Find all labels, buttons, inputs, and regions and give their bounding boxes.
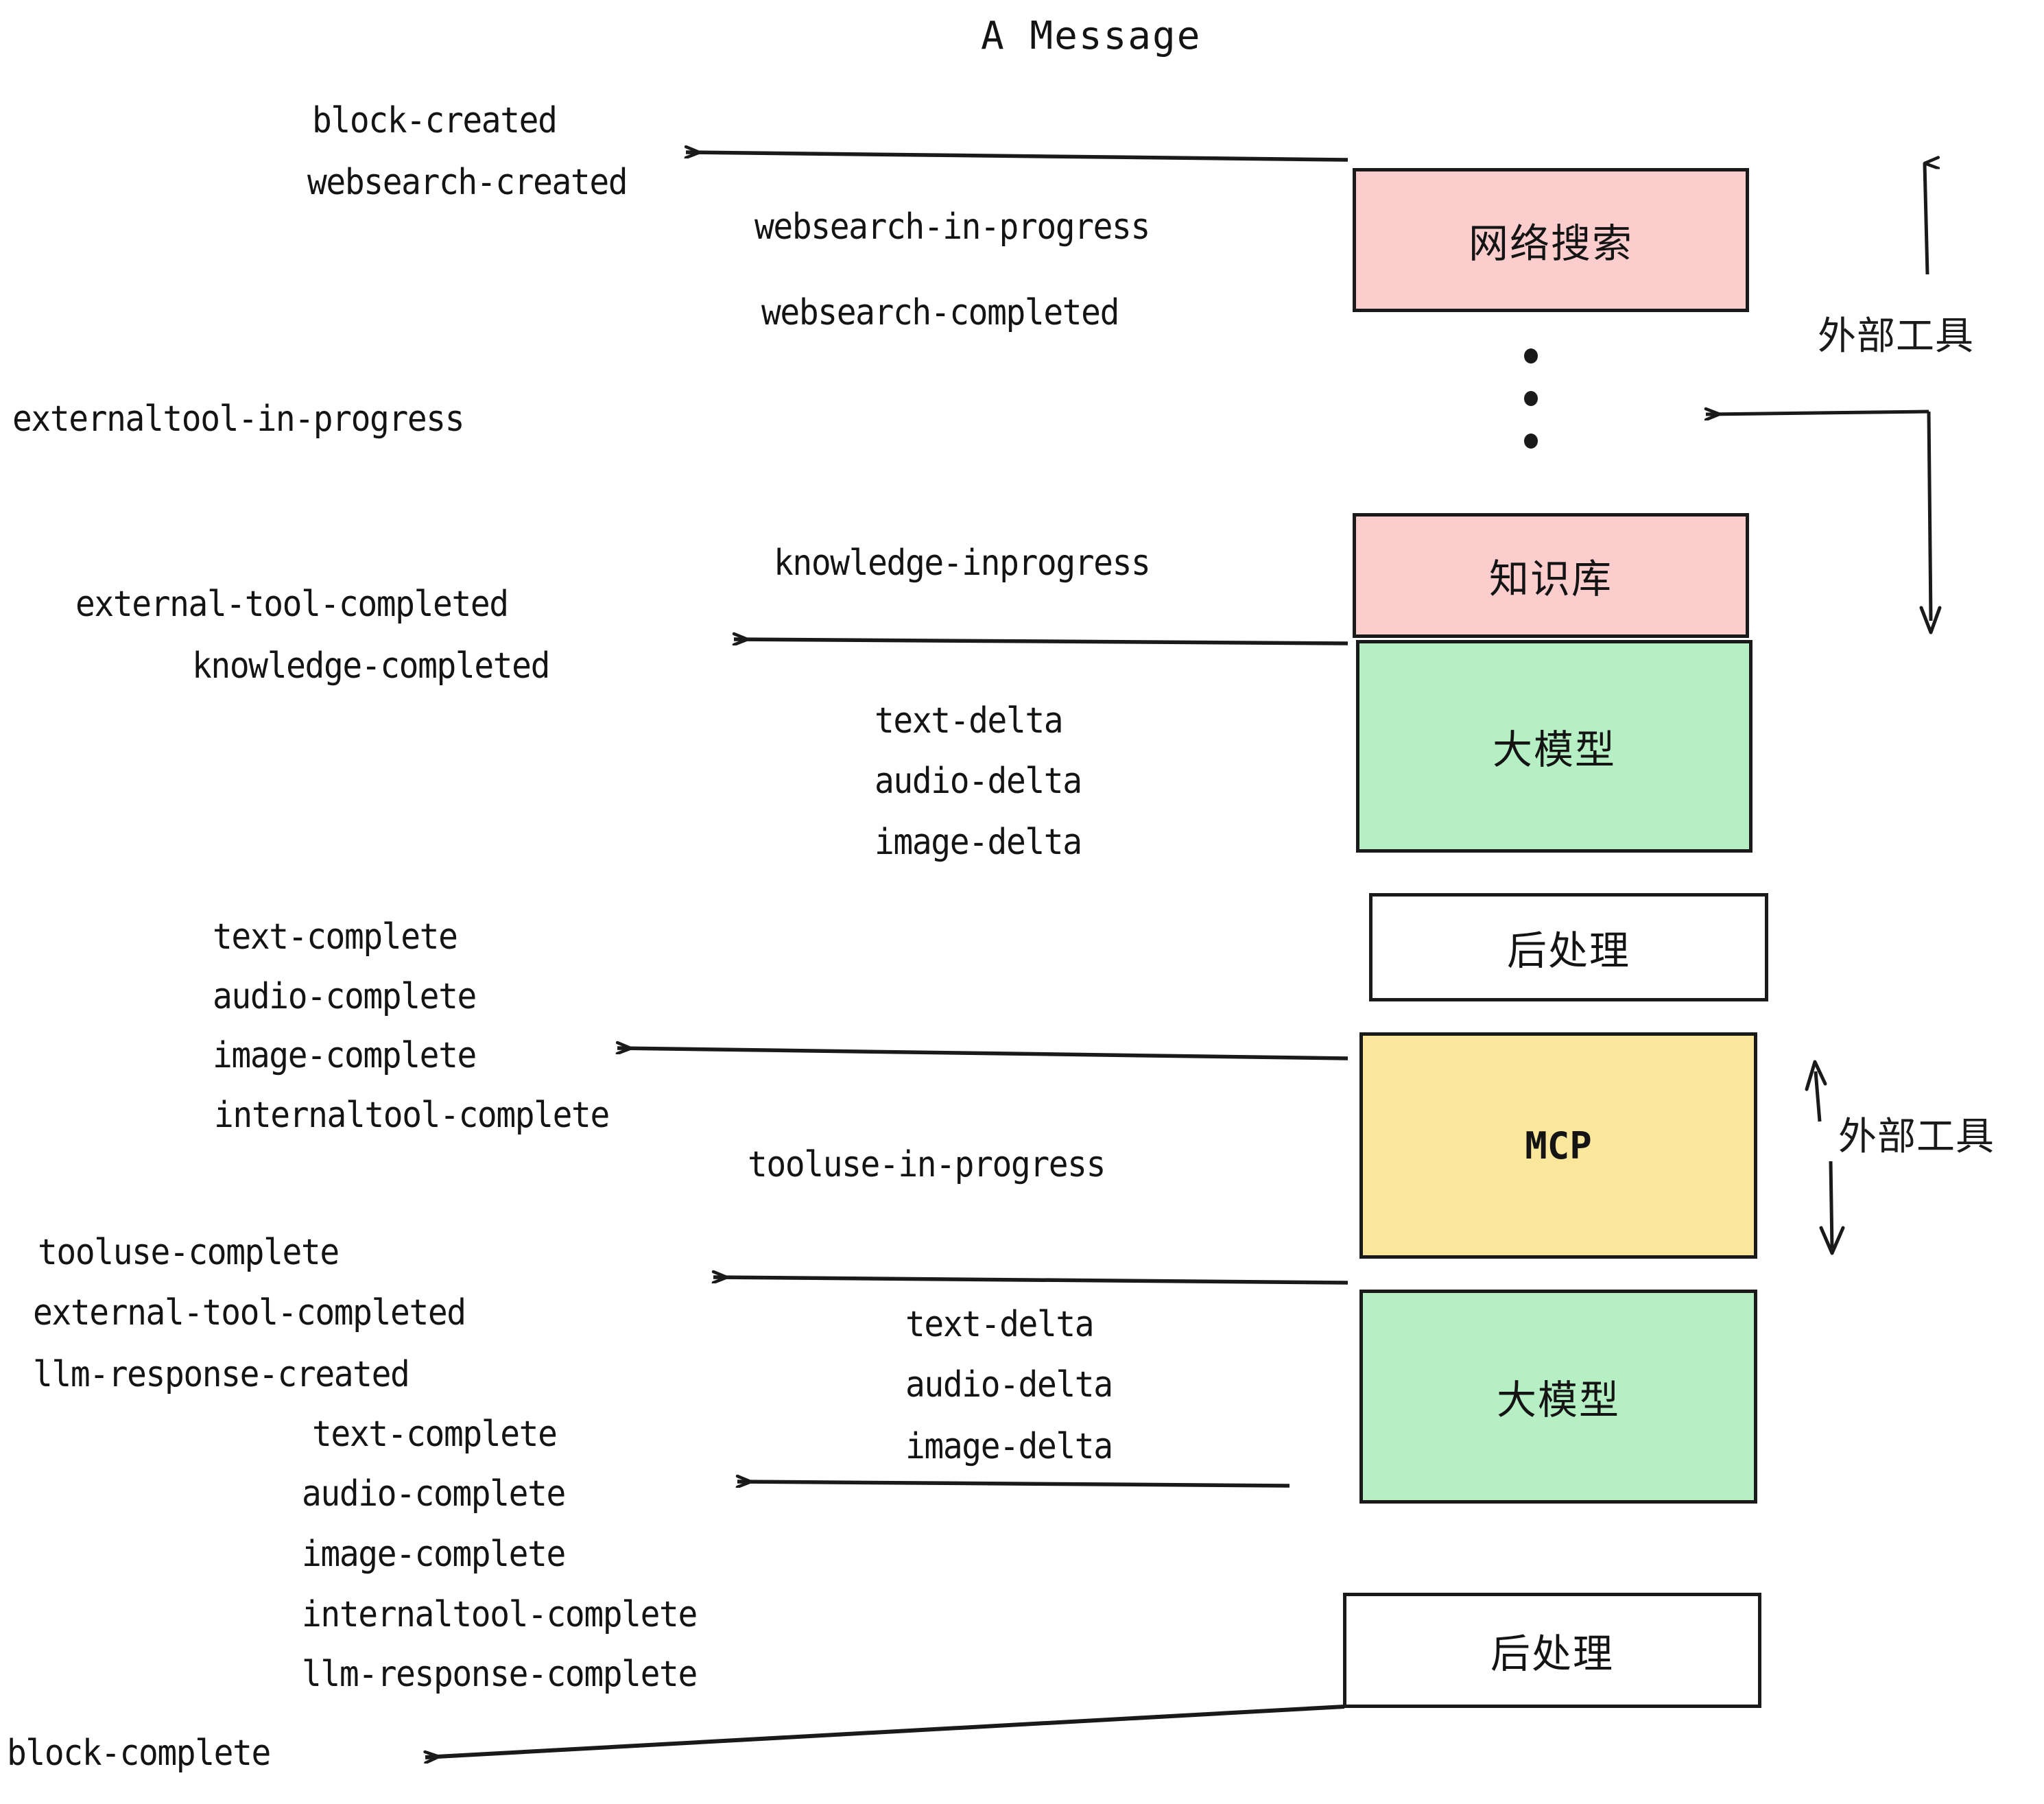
arrow-llm2-to-externaltoolcompleted	[713, 1277, 1348, 1285]
node-postprocess-2[interactable]: 后处理	[1343, 1593, 1761, 1708]
node-llm-2-label: 大模型	[1496, 1377, 1620, 1423]
event-knowledge-inprogress: knowledge-inprogress	[774, 543, 1151, 584]
node-mcp-label: MCP	[1525, 1124, 1592, 1167]
ellipsis-dots	[1524, 348, 1538, 476]
event-text-delta-1: text-delta	[875, 700, 1064, 741]
node-llm-1-label: 大模型	[1492, 726, 1616, 773]
event-text-delta-2: text-delta	[905, 1304, 1095, 1345]
bracket-external-tools-bottom-up-shaft	[1814, 1071, 1822, 1122]
node-websearch-label: 网络搜索	[1468, 220, 1633, 267]
arrow-postprocess2-to-blockcomplete	[425, 1705, 1345, 1757]
event-image-delta-2: image-delta	[905, 1426, 1113, 1467]
arrow-llm1-to-knowledgecompleted	[734, 639, 1348, 643]
event-audio-complete-1: audio-complete	[213, 976, 477, 1017]
side-label-external-tools-top: 外部工具	[1818, 314, 1974, 359]
ellipsis-dot	[1524, 434, 1538, 449]
event-llm-response-created: llm-response-created	[33, 1354, 410, 1395]
diagram-title: A Message	[981, 14, 1202, 58]
bracket-external-tools-bottom-down-shaft	[1829, 1161, 1834, 1249]
node-llm-1[interactable]: 大模型	[1356, 640, 1752, 853]
bracket-external-tools-bottom-down-head	[1819, 1226, 1845, 1255]
event-audio-delta-1: audio-delta	[875, 761, 1082, 802]
event-image-complete-2: image-complete	[302, 1534, 566, 1575]
event-audio-complete-2: audio-complete	[302, 1473, 566, 1515]
event-tooluse-complete: tooluse-complete	[38, 1232, 340, 1273]
node-mcp[interactable]: MCP	[1359, 1032, 1757, 1259]
event-internaltool-complete-2: internaltool-complete	[302, 1594, 698, 1635]
event-external-tool-completed-2: external-tool-completed	[33, 1292, 466, 1333]
node-postprocess-1-label: 后处理	[1506, 927, 1630, 974]
ellipsis-dot	[1524, 348, 1538, 364]
node-llm-2[interactable]: 大模型	[1359, 1290, 1757, 1504]
event-external-tool-completed-1: external-tool-completed	[75, 584, 509, 625]
event-knowledge-completed: knowledge-completed	[192, 645, 550, 687]
bracket-external-tools-top-down-shaft	[1927, 411, 1933, 621]
event-llm-response-complete: llm-response-complete	[302, 1654, 698, 1695]
event-text-complete-2: text-complete	[312, 1414, 558, 1455]
event-websearch-in-progress: websearch-in-progress	[754, 206, 1150, 248]
arrow-mcp-to-imagecomplete	[617, 1048, 1348, 1060]
arrow-websearch-to-blockcreated	[686, 152, 1348, 162]
node-knowledge-label: 知识库	[1488, 556, 1613, 602]
bracket-external-tools-bottom-up-head	[1805, 1060, 1827, 1091]
ellipsis-dot	[1524, 391, 1538, 406]
node-websearch[interactable]: 网络搜索	[1353, 168, 1749, 312]
event-tooluse-in-progress: tooluse-in-progress	[748, 1144, 1106, 1185]
event-audio-delta-2: audio-delta	[905, 1364, 1113, 1405]
event-externaltool-in-progress: externaltool-in-progress	[12, 399, 465, 440]
event-block-complete: block-complete	[7, 1733, 271, 1774]
bracket-external-tools-top-up	[1923, 163, 1927, 275]
event-block-created: block-created	[312, 100, 558, 141]
event-text-complete-1: text-complete	[213, 916, 458, 958]
node-knowledge[interactable]: 知识库	[1353, 513, 1749, 638]
side-label-external-tools-bottom: 外部工具	[1838, 1115, 1995, 1159]
bracket-external-tools-top-down-head	[1919, 606, 1942, 634]
node-postprocess-2-label: 后处理	[1490, 1630, 1614, 1677]
arrow-llm2-to-audiocomplete	[737, 1482, 1290, 1486]
event-image-complete-1: image-complete	[213, 1035, 477, 1076]
bracket-external-tools-top-down	[1706, 412, 1929, 414]
event-image-delta-1: image-delta	[875, 822, 1082, 863]
event-internaltool-complete-1: internaltool-complete	[214, 1095, 610, 1136]
event-websearch-completed: websearch-completed	[761, 292, 1119, 333]
node-postprocess-1[interactable]: 后处理	[1369, 893, 1768, 1001]
event-websearch-created: websearch-created	[307, 162, 628, 203]
